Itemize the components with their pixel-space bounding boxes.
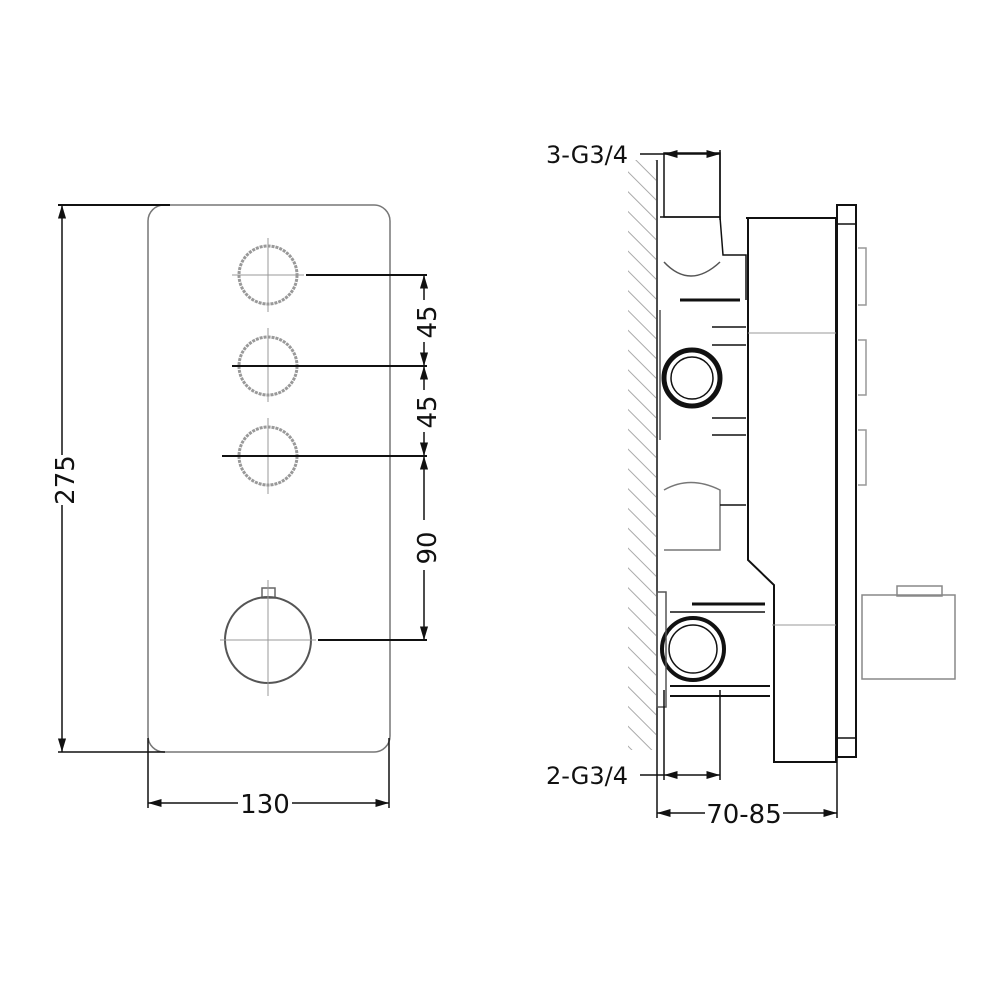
dim-spacing-3: 90 [413,531,443,564]
upper-outlet-icon [659,298,746,440]
lower-outlet-icon [656,591,770,708]
label-top-connection: 3-G3/4 [546,141,628,169]
dim-height: 275 [51,455,81,505]
dim-spacing-1: 45 [413,305,443,338]
cover-plate [147,204,391,753]
push-button-1-icon [232,238,304,312]
side-button-1-icon [858,247,867,306]
side-button-3-icon [858,429,867,486]
side-dial-icon [861,594,956,680]
plate-edge [836,204,857,758]
dim-width: 130 [240,790,290,820]
front-view: 45 45 90 275 130 [51,204,443,820]
side-button-2-icon [858,339,867,396]
dim-depth: 70-85 [706,800,782,830]
dim-spacing-2: 45 [413,395,443,428]
wall-hatch [628,160,656,750]
thermostatic-dial-icon [220,580,316,696]
top-inlet [663,152,721,218]
side-view: 3-G3/4 2-G3/4 70-85 [546,141,956,830]
label-bottom-connection: 2-G3/4 [546,762,628,790]
